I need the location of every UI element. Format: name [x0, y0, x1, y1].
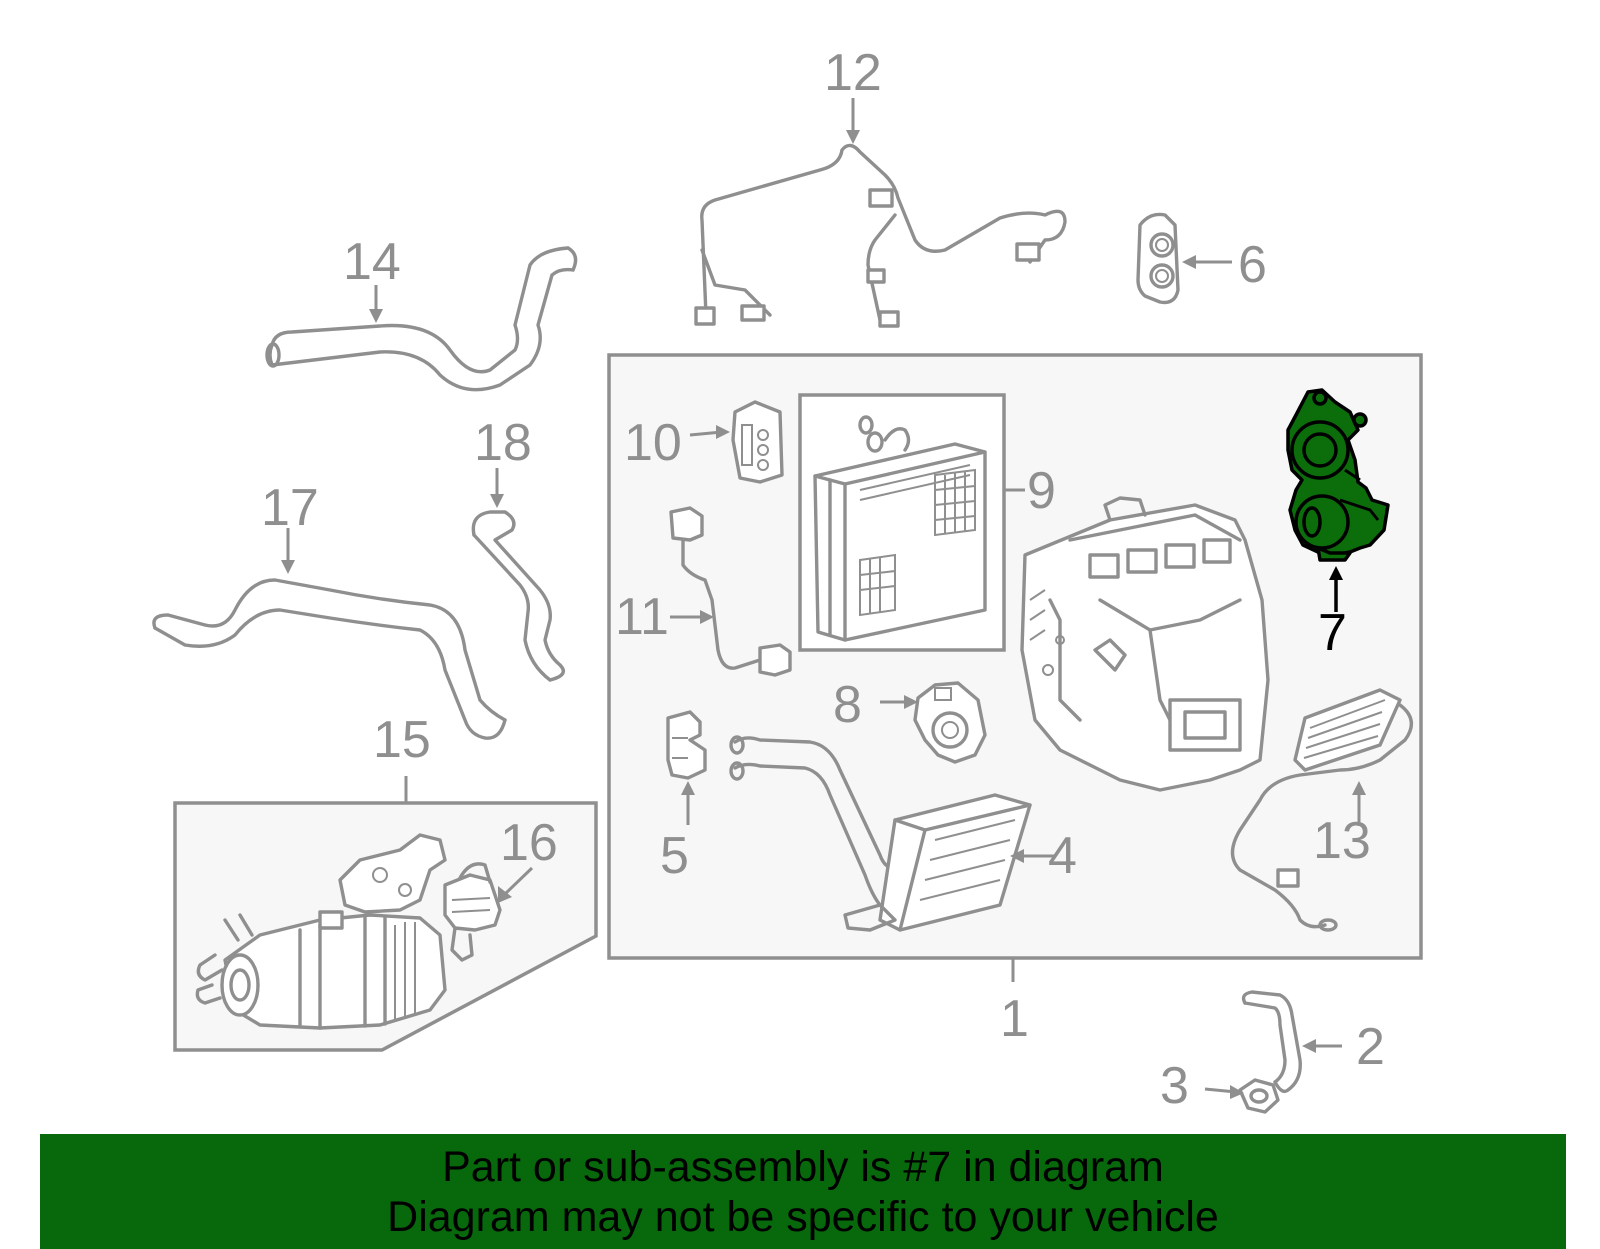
callout-label-16: 16 — [500, 814, 558, 872]
arrow-13 — [1352, 781, 1366, 795]
part-4-heater-core — [729, 735, 1032, 932]
callout-label-17: 17 — [261, 479, 319, 537]
arrow-7 — [1329, 566, 1343, 580]
part-3-nut — [1238, 1078, 1280, 1114]
callout-label-2: 2 — [1356, 1018, 1385, 1076]
part-15-water-pump — [195, 833, 447, 1030]
part-9-evaporator — [813, 415, 987, 642]
part-1-heater-case — [1020, 496, 1270, 792]
part-2-pipe — [1241, 990, 1302, 1094]
callout-label-9: 9 — [1027, 462, 1056, 520]
callout-label-6: 6 — [1238, 236, 1267, 294]
callout-label-8: 8 — [833, 676, 862, 734]
arrow-14 — [369, 309, 383, 323]
arrow-17 — [281, 560, 295, 574]
part-5-bracket — [666, 710, 707, 780]
callout-label-5: 5 — [660, 827, 689, 885]
arrow-11 — [700, 610, 714, 624]
part-16-connector — [443, 862, 502, 962]
leader-16 — [503, 866, 534, 896]
part-13-sensor-wire — [1230, 688, 1414, 932]
arrow-8 — [904, 695, 918, 709]
banner-line-2: Diagram may not be specific to your vehi… — [387, 1192, 1219, 1241]
part-12-wire-harness — [694, 143, 1067, 328]
arrow-18 — [490, 494, 504, 508]
callout-label-7: 7 — [1318, 604, 1347, 662]
arrow-12 — [846, 130, 860, 144]
callout-label-11: 11 — [615, 588, 669, 646]
arrow-16 — [498, 886, 512, 903]
part-18-hose — [471, 510, 565, 682]
callout-label-14: 14 — [343, 233, 401, 291]
part-6-grommet — [1136, 212, 1180, 305]
part-7-servo-motor-highlighted — [1286, 388, 1390, 562]
callout-label-4: 4 — [1048, 827, 1077, 885]
callout-label-13: 13 — [1313, 812, 1371, 870]
callout-label-18: 18 — [474, 414, 532, 472]
callout-label-15: 15 — [373, 711, 431, 769]
callout-label-12: 12 — [824, 44, 882, 102]
callout-label-10: 10 — [624, 414, 682, 472]
part-10-valve — [731, 400, 784, 484]
callout-label-3: 3 — [1160, 1057, 1189, 1115]
arrow-10 — [716, 425, 730, 439]
arrow-6 — [1182, 255, 1196, 269]
callout-label-1: 1 — [1000, 990, 1029, 1048]
part-11-sensor-wire — [669, 506, 792, 677]
arrow-5 — [681, 781, 695, 795]
banner-line-1: Part or sub-assembly is #7 in diagram — [442, 1142, 1164, 1191]
info-banner: Part or sub-assembly is #7 in diagram Di… — [40, 1134, 1566, 1249]
arrow-4 — [1010, 849, 1024, 863]
part-14-hose — [265, 246, 578, 392]
arrow-3 — [1230, 1085, 1244, 1099]
arrow-2 — [1302, 1039, 1316, 1053]
part-8-actuator — [913, 681, 987, 764]
part-17-hose — [152, 578, 507, 740]
